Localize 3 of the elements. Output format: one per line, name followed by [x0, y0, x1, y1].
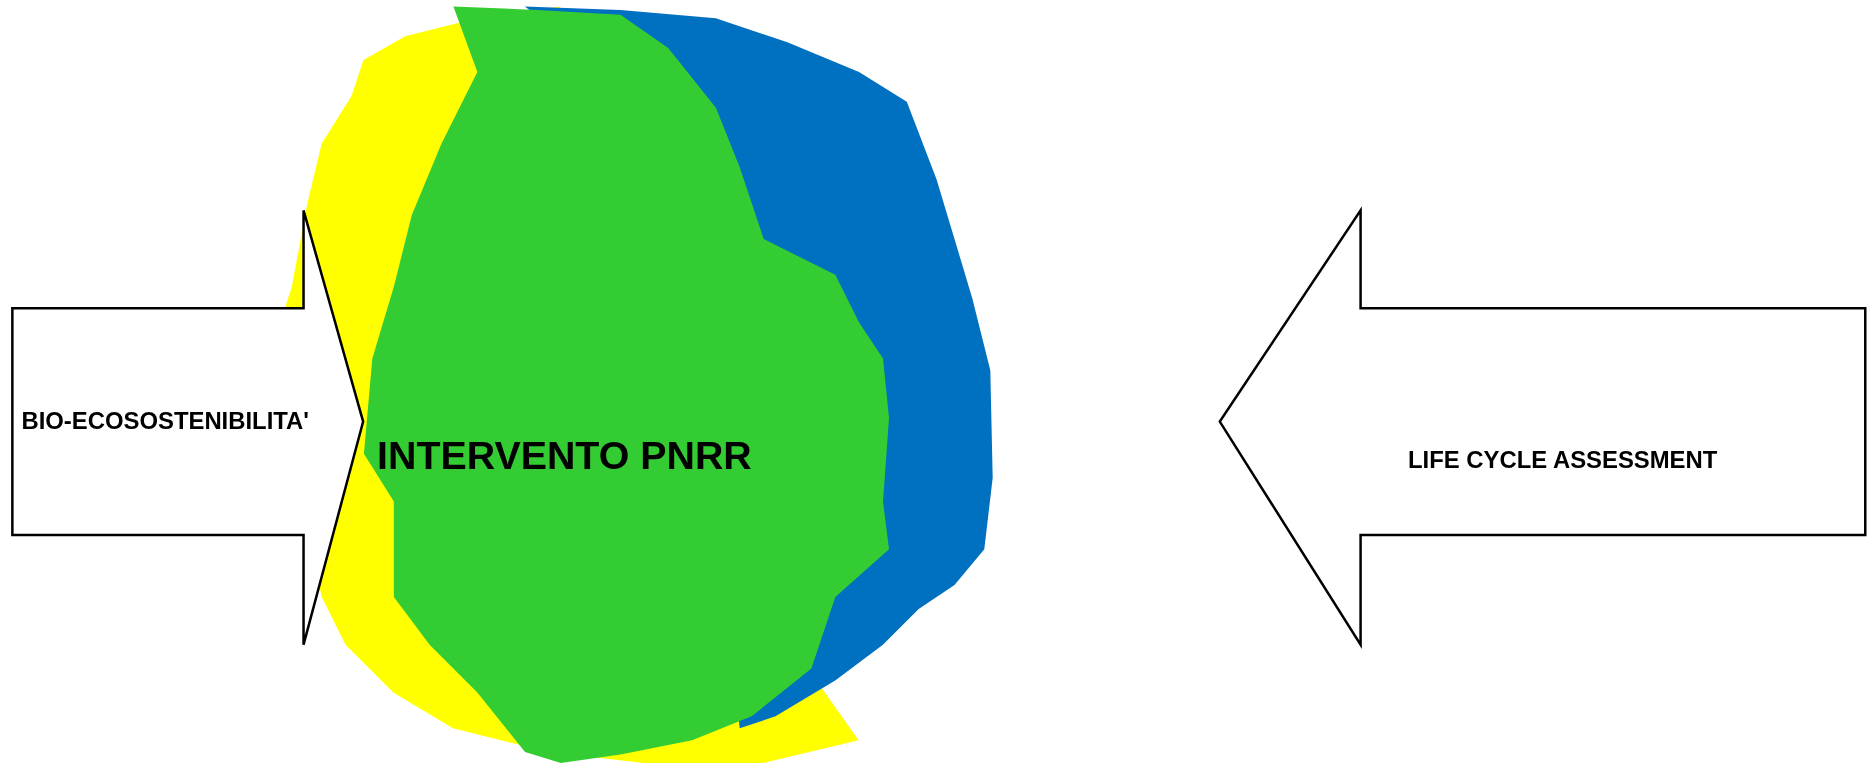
- node-label: INTERVENTO PNRR: [377, 433, 752, 479]
- node-label: LIFE CYCLE ASSESSMENT: [1408, 446, 1718, 475]
- node-label: BIO-ECOSOSTENIBILITA': [21, 406, 310, 435]
